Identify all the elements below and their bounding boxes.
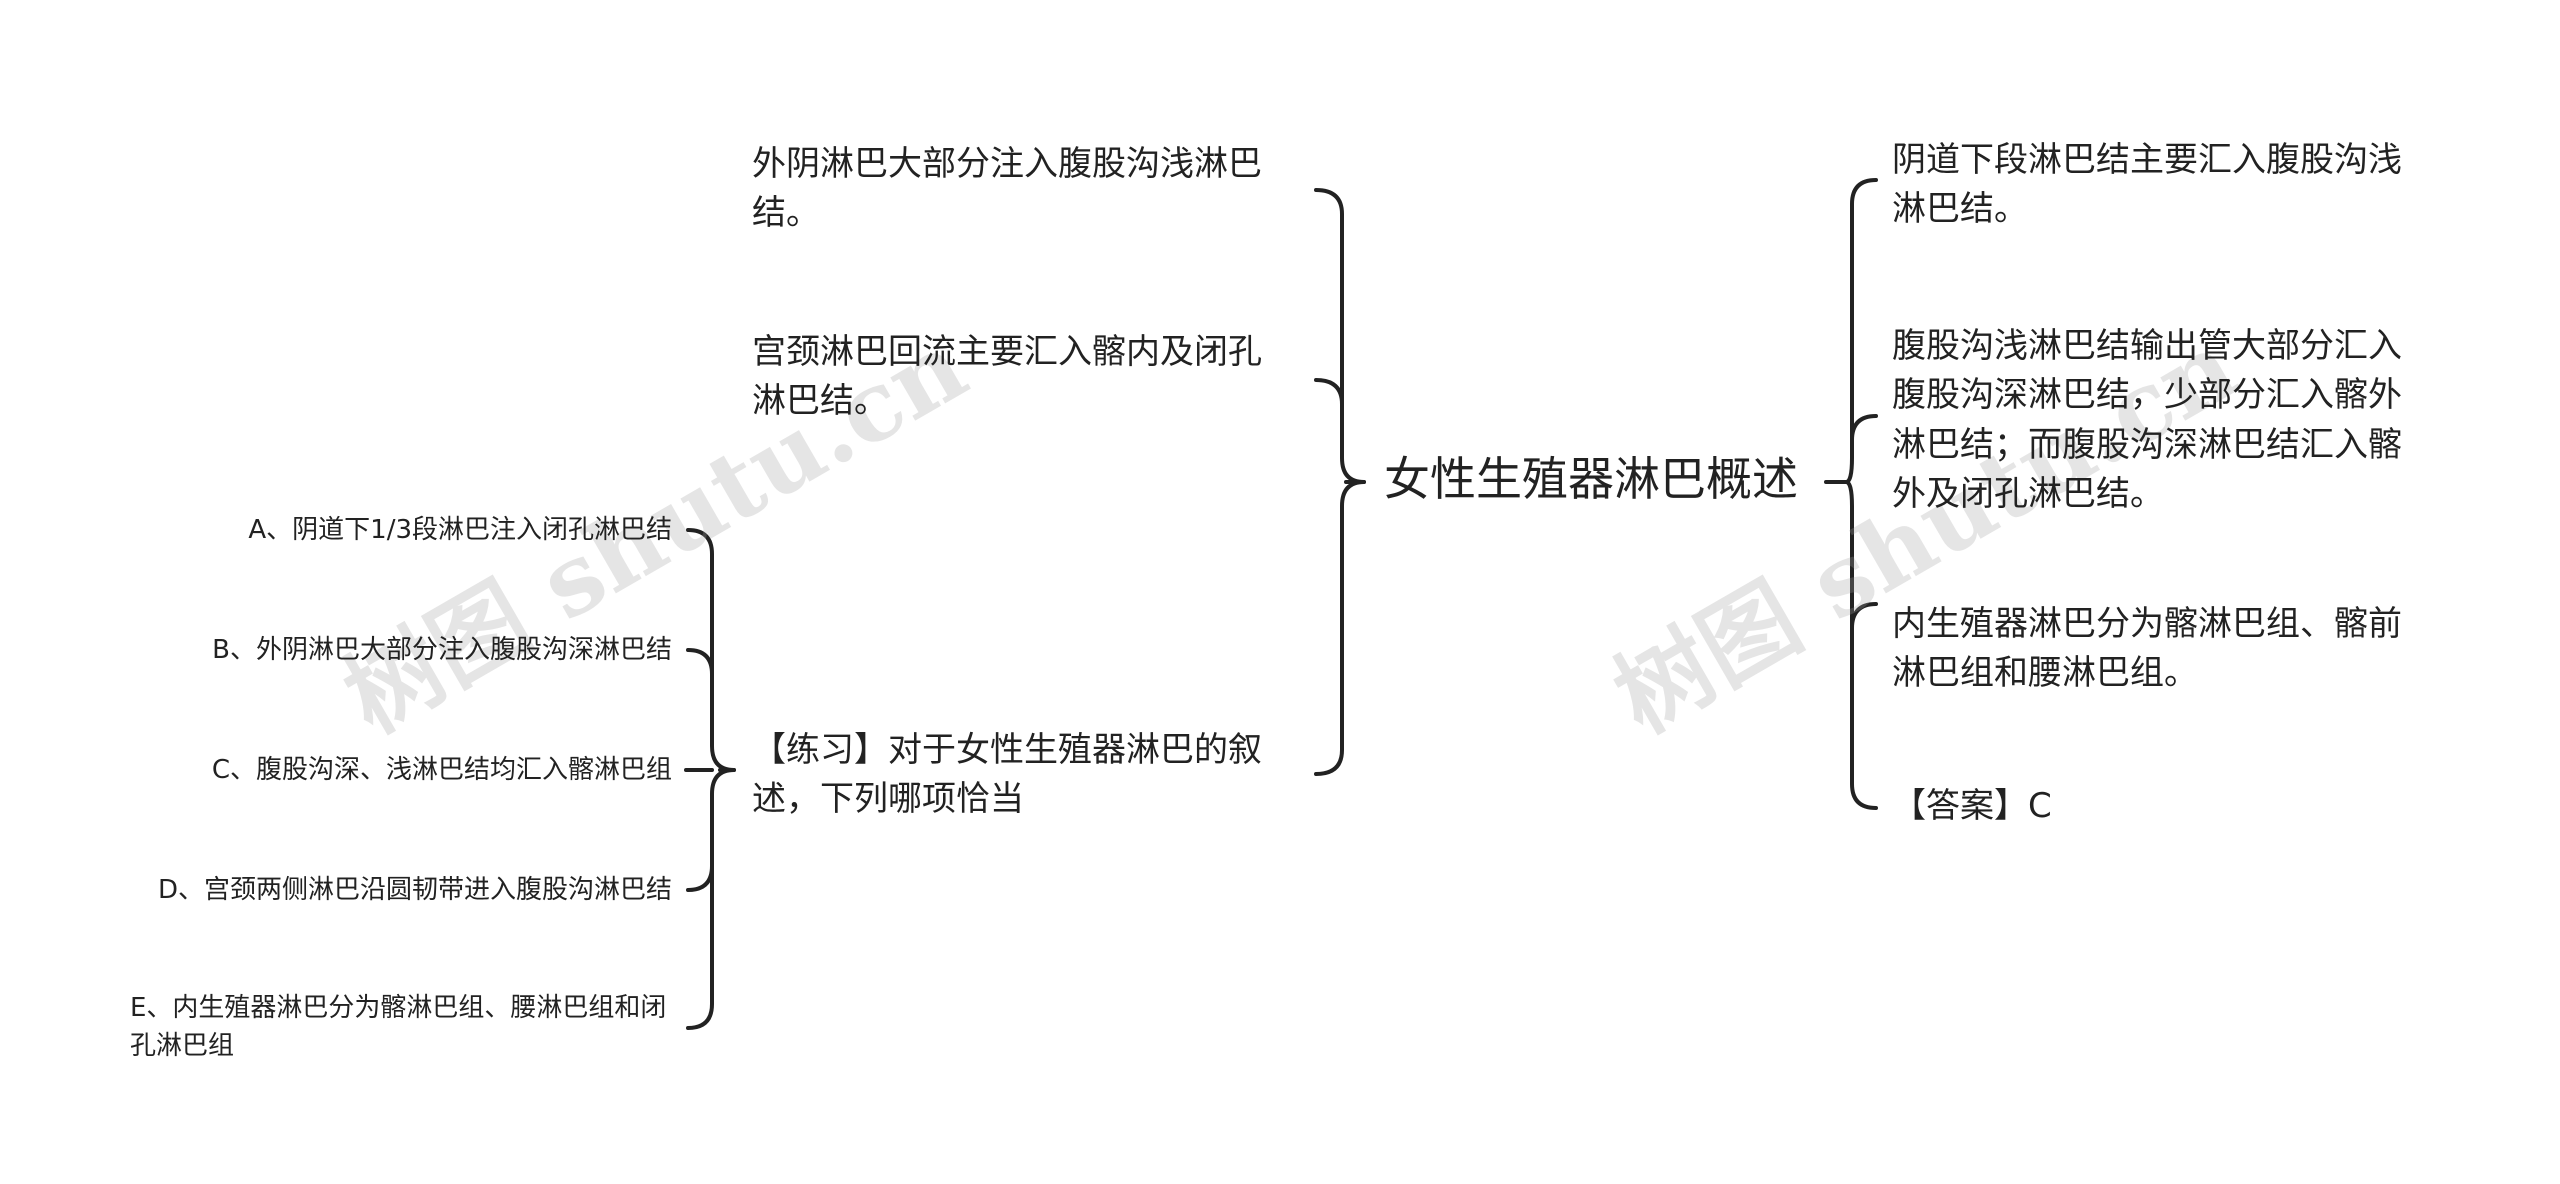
options-tick-d: [686, 864, 714, 892]
right-bracket: [1844, 178, 1878, 810]
left-bracket-tick-2: [1314, 378, 1344, 406]
option-d[interactable]: D、宫颈两侧淋巴沿圆韧带进入腹股沟淋巴结: [157, 875, 672, 905]
right-bracket-tick-3: [1850, 602, 1878, 630]
root-topic[interactable]: 女性生殖器淋巴概述: [1384, 452, 1798, 506]
left-branch-2[interactable]: 宫颈淋巴回流主要汇入髂内及闭孔淋巴结。: [752, 332, 1262, 422]
right-branch-2[interactable]: 腹股沟浅淋巴结输出管大部分汇入腹股沟深淋巴结，少部分汇入髂外淋巴结；而腹股沟深淋…: [1892, 326, 2402, 514]
left-branch-exercise[interactable]: 【练习】对于女性生殖器淋巴的叙述，下列哪项恰当: [752, 730, 1262, 820]
right-branch-1[interactable]: 阴道下段淋巴结主要汇入腹股沟浅淋巴结。: [1892, 140, 2402, 230]
left-branch-1[interactable]: 外阴淋巴大部分注入腹股沟浅淋巴结。: [752, 144, 1262, 234]
option-c[interactable]: C、腹股沟深、浅淋巴结均汇入髂淋巴组: [211, 755, 672, 785]
right-branch-answer[interactable]: 【答案】C: [1892, 786, 2052, 826]
right-bracket-tick-2: [1850, 414, 1878, 442]
right-branch-3[interactable]: 内生殖器淋巴分为髂淋巴组、髂前淋巴组和腰淋巴组。: [1892, 604, 2402, 694]
option-a[interactable]: A、阴道下1/3段淋巴注入闭孔淋巴结: [248, 515, 672, 545]
left-bracket: [1314, 188, 1366, 776]
option-b[interactable]: B、外阴淋巴大部分注入腹股沟深淋巴结: [212, 635, 672, 665]
options-tick-b: [686, 648, 714, 676]
options-bracket: [686, 528, 736, 1030]
option-e[interactable]: E、内生殖器淋巴分为髂淋巴组、腰淋巴组和闭孔淋巴组: [130, 993, 667, 1061]
